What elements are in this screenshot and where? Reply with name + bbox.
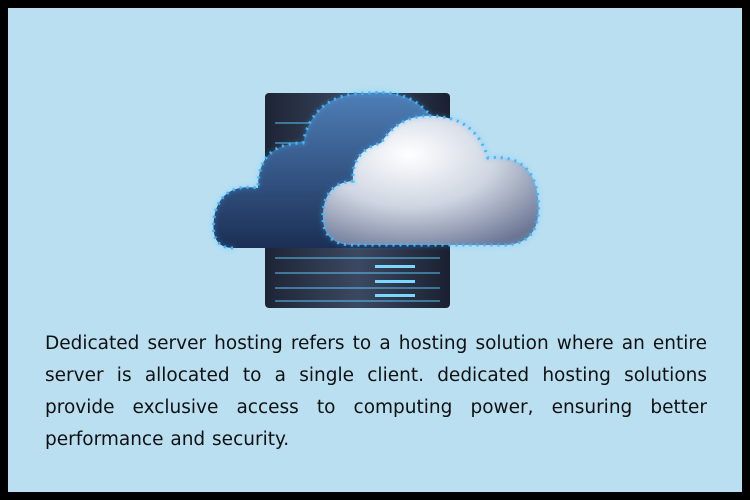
cloud-server-icon [212,90,541,308]
front-cloud [321,114,541,247]
description-text: Dedicated server hosting refers to a hos… [45,333,707,450]
hosting-info-card: Dedicated server hosting refers to a hos… [8,8,742,492]
